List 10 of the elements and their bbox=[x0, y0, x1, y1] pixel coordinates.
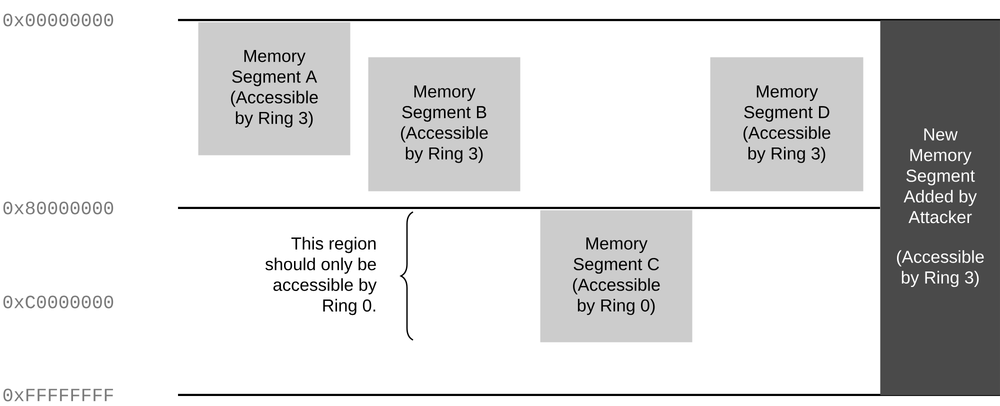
memory-segment-box: Memory Segment D (Accessible by Ring 3) bbox=[710, 57, 864, 192]
memory-segment-box: Memory Segment B (Accessible by Ring 3) bbox=[368, 57, 520, 192]
address-label: 0xFFFFFFFF bbox=[3, 388, 113, 402]
memory-segment-box: Memory Segment C (Accessible by Ring 0) bbox=[540, 210, 692, 342]
note-text: This region should only be accessible by Ring 0. bbox=[265, 236, 377, 316]
attacker-segment-band: New Memory Segment Added by Attacker (Accessible by Ring 3) bbox=[880, 20, 1000, 396]
address-label: 0x00000000 bbox=[3, 14, 114, 26]
address-label: 0xC0000000 bbox=[3, 296, 114, 308]
memory-segment-box: Memory Segment A (Accessible by Ring 3) bbox=[198, 22, 350, 156]
address-label: 0x80000000 bbox=[3, 202, 114, 214]
